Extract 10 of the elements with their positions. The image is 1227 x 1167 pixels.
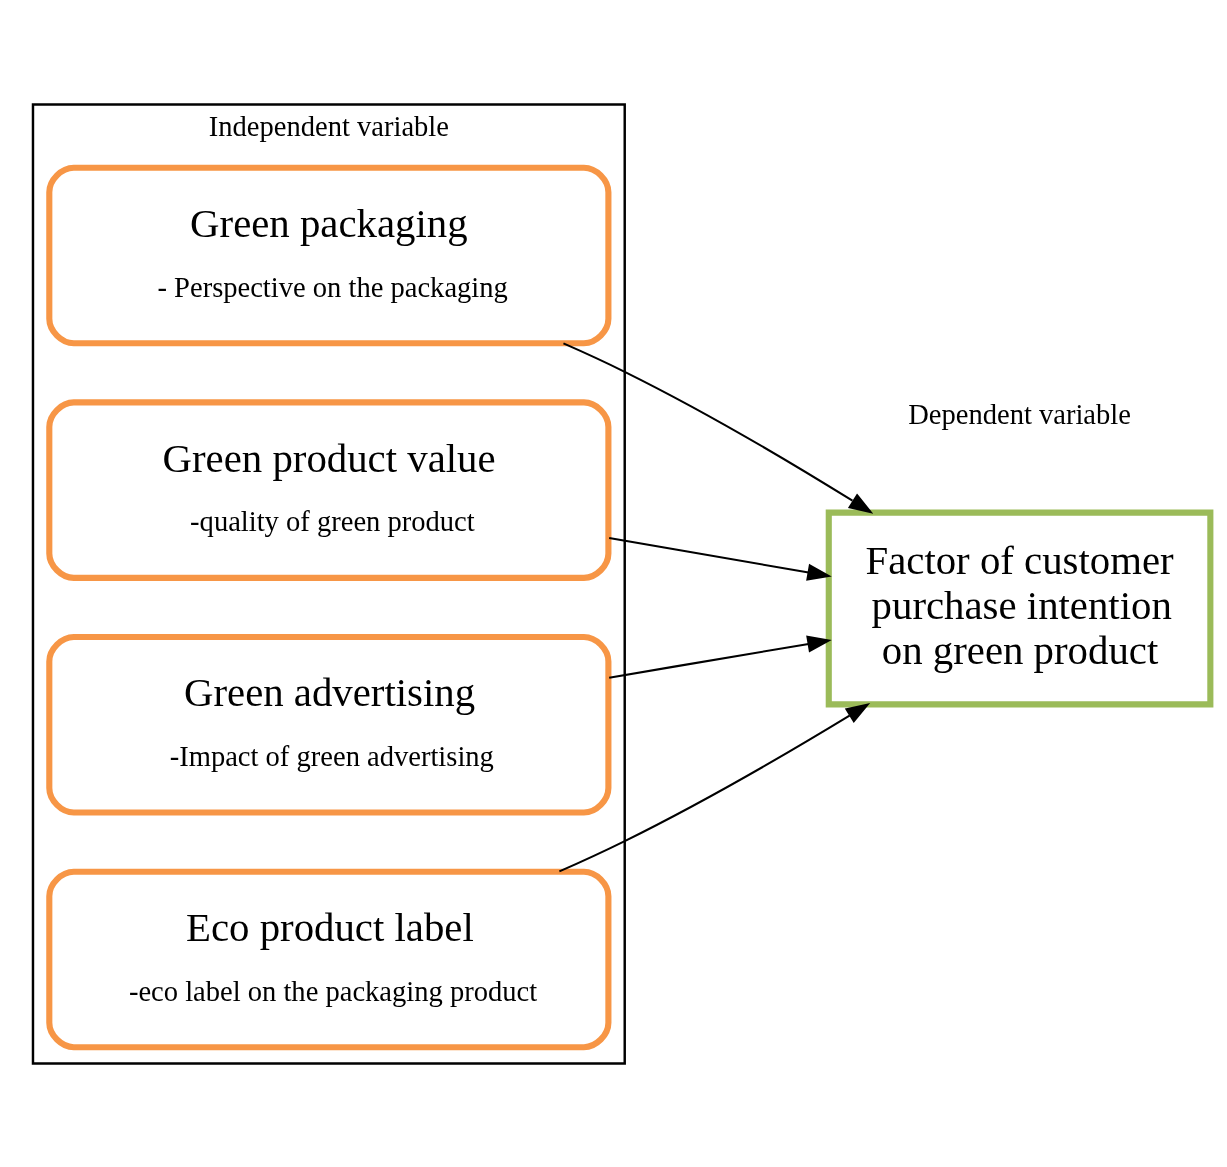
node-box: Green advertising -Impact of green advertising [46,633,612,816]
node-box: Eco product label -eco label on the packaging product [46,868,612,1050]
label: Dependent variable [908,398,1131,430]
node-box: Factor of customer purchase intention on green product [825,509,1214,707]
arrow [609,635,832,679]
arrow [563,341,874,514]
node-box: Green packaging - Perspective on the packaging [46,164,612,346]
arrow [558,702,871,872]
arrow [609,536,832,581]
node-box: Green product value -quality of green product [46,398,612,581]
